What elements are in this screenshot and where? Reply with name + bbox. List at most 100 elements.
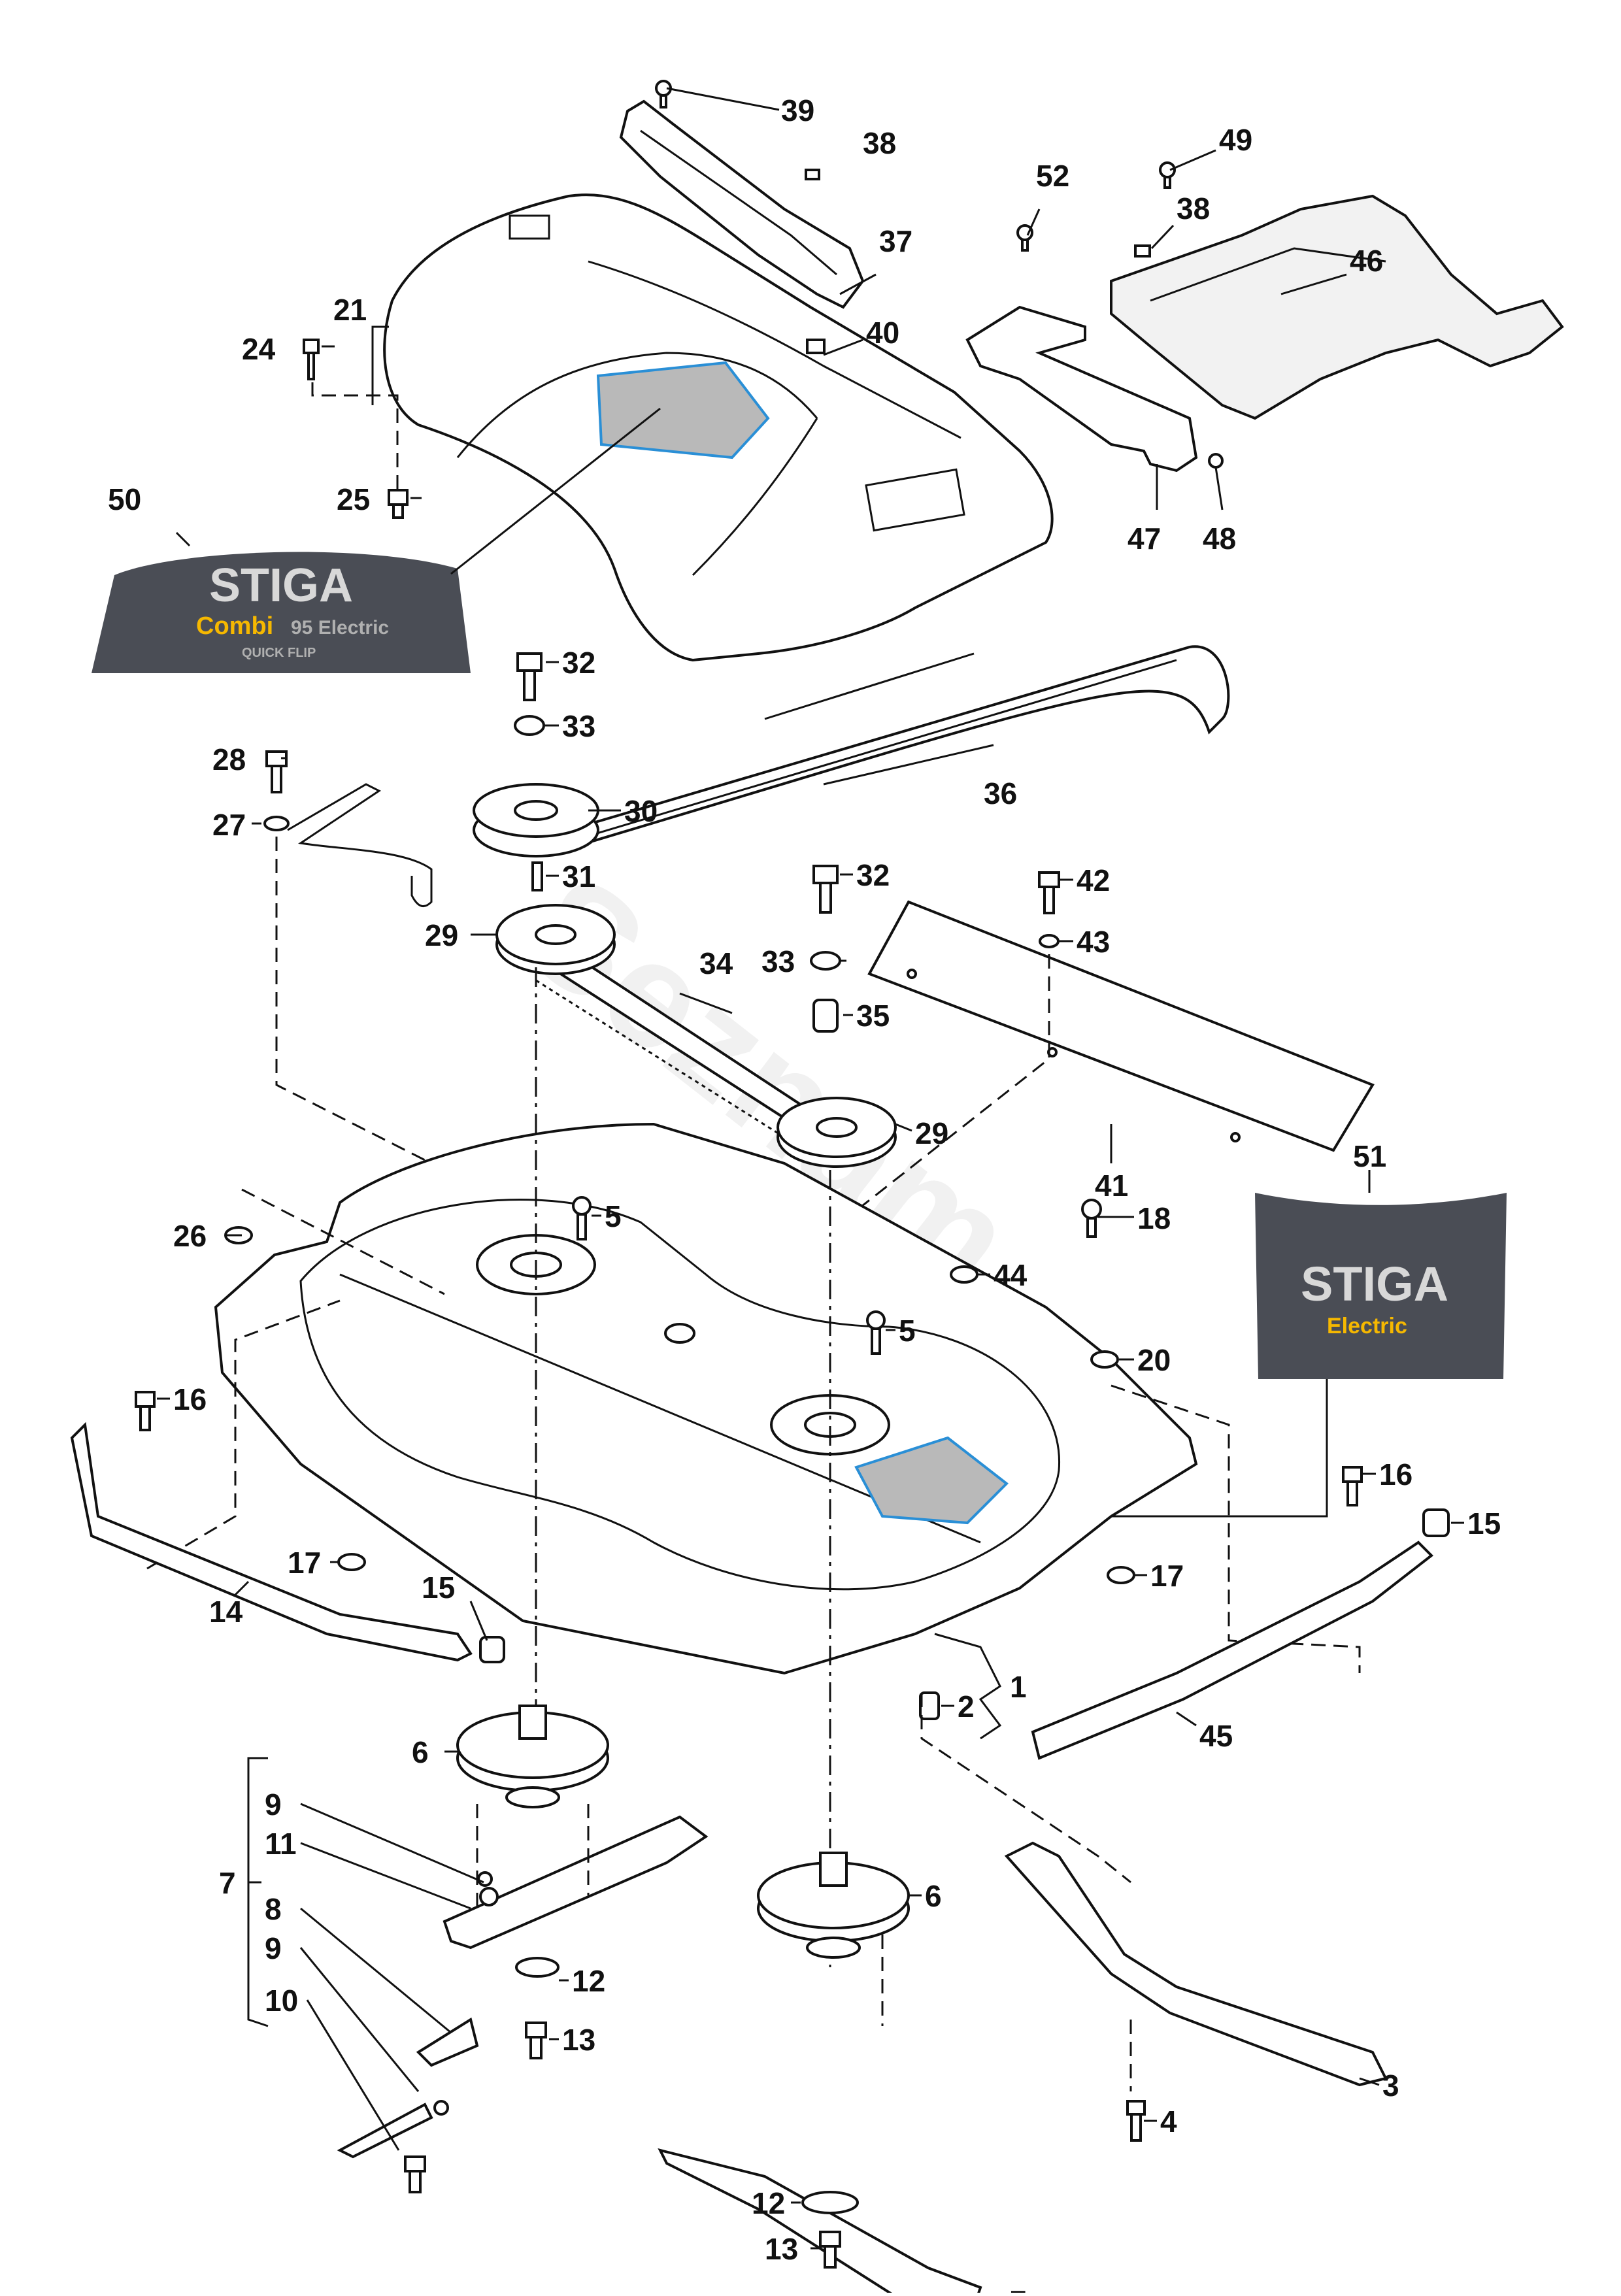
cap-icon: [479, 1636, 505, 1663]
callout-7b: 7: [1010, 2284, 1027, 2293]
pulley-icon: [473, 783, 599, 857]
tray-46: [1110, 194, 1564, 420]
spindle-icon: [456, 1705, 609, 1808]
callout-6b: 6: [925, 1879, 942, 1913]
bolt-icon: [1159, 161, 1176, 189]
handle-45: [1031, 1540, 1434, 1760]
callout-24: 24: [242, 332, 276, 366]
callout-26: 26: [173, 1219, 207, 1253]
callout-13b: 13: [765, 2232, 798, 2266]
callout-28: 28: [212, 742, 246, 776]
nut-icon: [805, 169, 820, 180]
bolt-icon: [388, 489, 409, 519]
callout-20: 20: [1137, 1343, 1171, 1377]
callout-27: 27: [212, 808, 246, 842]
spindle-icon: [757, 1852, 910, 1959]
callout-29: 29: [425, 918, 458, 952]
washer-icon: [810, 951, 841, 971]
callout-37: 37: [879, 224, 912, 258]
bolt-icon: [1016, 224, 1033, 252]
callout-9b: 9: [265, 1931, 282, 1965]
callout-16b: 16: [1379, 1457, 1412, 1491]
stud-icon: [919, 1691, 940, 1720]
bolt-icon: [525, 2021, 547, 2059]
decal-combi: STIGA Combi 95 Electric QUICK FLIP: [92, 552, 471, 673]
nut-icon: [477, 1871, 493, 1887]
bolt-icon: [572, 1196, 592, 1240]
washer-icon: [515, 1957, 560, 1978]
callout-3: 3: [1382, 2069, 1399, 2103]
callout-21: 21: [333, 293, 367, 327]
callout-33b: 33: [761, 944, 795, 978]
callout-50: 50: [108, 482, 141, 516]
nut-icon: [1107, 1566, 1135, 1584]
callout-7: 7: [219, 1866, 236, 1900]
callout-11: 11: [265, 1827, 297, 1861]
callout-17b: 17: [1150, 1559, 1184, 1593]
bracket-47: [965, 305, 1198, 473]
callout-25: 25: [337, 482, 370, 516]
callout-2: 2: [958, 1689, 975, 1723]
callout-42: 42: [1077, 863, 1110, 897]
callout-51: 51: [1353, 1139, 1386, 1173]
callout-10: 10: [265, 1984, 298, 2018]
belt-36: [567, 645, 1230, 848]
callout-12b: 12: [752, 2186, 785, 2220]
callout-39: 39: [781, 93, 814, 127]
decal-combi-model: Combi: [196, 612, 273, 640]
callout-32b: 32: [856, 858, 890, 892]
decal-combi-model-rest: 95 Electric: [291, 617, 389, 639]
washer-icon: [514, 715, 545, 736]
callout-45: 45: [1199, 1719, 1233, 1753]
nut-icon: [337, 1553, 366, 1571]
bolt-icon: [1342, 1466, 1363, 1506]
callout-31: 31: [562, 859, 595, 893]
cap-icon: [1422, 1508, 1450, 1537]
callout-4: 4: [1160, 2105, 1177, 2138]
bolt-icon: [1081, 1199, 1102, 1238]
callout-30: 30: [624, 794, 658, 828]
bolt-icon: [135, 1391, 156, 1431]
nut-icon: [479, 1887, 499, 1906]
callout-36: 36: [984, 776, 1017, 810]
clip-icon: [806, 339, 826, 354]
bolt-icon: [819, 2231, 841, 2269]
nut-icon: [433, 2100, 449, 2116]
callout-5: 5: [605, 1199, 622, 1233]
bolt-icon: [404, 2155, 426, 2193]
callout-34: 34: [699, 946, 733, 980]
callout-52: 52: [1036, 159, 1069, 193]
callout-18: 18: [1137, 1201, 1171, 1235]
callout-14: 14: [209, 1595, 243, 1629]
washer-icon: [801, 2191, 859, 2214]
callout-33: 33: [562, 709, 595, 743]
callout-9: 9: [265, 1788, 282, 1822]
callout-8: 8: [265, 1892, 282, 1926]
washer-icon: [263, 816, 290, 831]
nut-icon: [950, 1265, 978, 1284]
handle-14: [70, 1422, 473, 1662]
callout-49: 49: [1219, 123, 1252, 157]
callout-6: 6: [412, 1735, 429, 1769]
washer-icon: [1208, 453, 1224, 469]
decal-electric-subline: Electric: [1327, 1314, 1407, 1339]
callout-48: 48: [1203, 522, 1236, 556]
callout-35: 35: [856, 999, 890, 1033]
blade-icon: [443, 1815, 709, 1950]
callout-44: 44: [994, 1258, 1028, 1292]
pulley-icon: [777, 1097, 897, 1168]
washer-icon: [1039, 934, 1060, 948]
deck-cover: [383, 193, 1054, 662]
callout-43: 43: [1077, 925, 1110, 959]
deflector-3: [1004, 1841, 1388, 2087]
guard-37: [619, 99, 865, 309]
callout-13: 13: [562, 2023, 595, 2057]
callout-32: 32: [562, 646, 595, 680]
callout-15: 15: [422, 1571, 455, 1605]
callout-12: 12: [572, 1964, 605, 1998]
bolt-icon: [655, 80, 672, 108]
bolt-icon: [812, 865, 839, 914]
pulley-icon: [495, 904, 616, 975]
